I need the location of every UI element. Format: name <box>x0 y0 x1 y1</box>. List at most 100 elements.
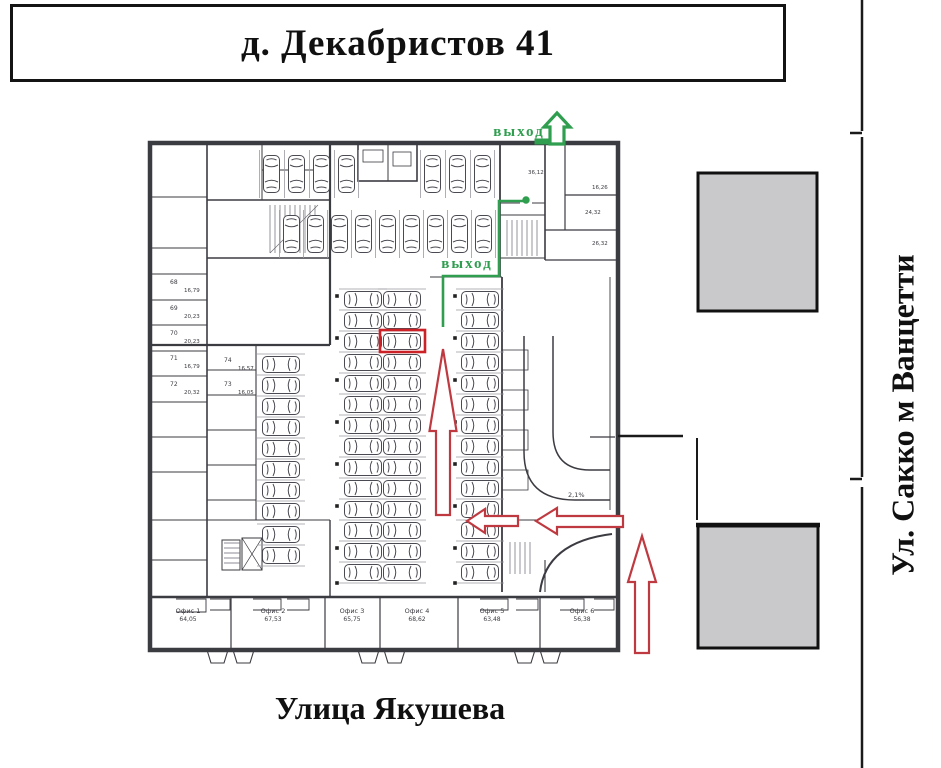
room-number: 73 <box>224 381 232 388</box>
car-icon <box>383 396 421 413</box>
car-icon <box>262 398 300 415</box>
building-title: д. Декабристов 41 <box>10 4 786 82</box>
car-icon <box>379 215 396 253</box>
car-icon <box>461 543 499 560</box>
street-label-bottom: Улица Якушева <box>274 690 506 726</box>
car-icon <box>451 215 468 253</box>
car-icon <box>344 438 382 455</box>
room-area: 26,32 <box>592 241 608 247</box>
car-icon <box>338 155 355 193</box>
car-icon <box>313 155 330 193</box>
car-icon <box>474 155 491 193</box>
car-icon <box>344 417 382 434</box>
car-icon <box>383 459 421 476</box>
car-icon <box>461 312 499 329</box>
car-icon <box>383 522 421 539</box>
car-icon <box>262 419 300 436</box>
exit-route <box>441 110 574 327</box>
car-icon <box>383 375 421 392</box>
office-name: Офис 6 <box>570 607 595 615</box>
car-icon <box>461 333 499 350</box>
ramp-slope-label: 2,1% <box>568 491 585 499</box>
car-icon <box>262 461 300 478</box>
office-area: 67,53 <box>264 616 281 623</box>
office-name: Офис 2 <box>261 607 286 615</box>
car-icon <box>461 417 499 434</box>
column-dot <box>335 378 339 382</box>
car-icon <box>461 564 499 581</box>
column-dot <box>335 462 339 466</box>
car-icon <box>383 543 421 560</box>
car-icon <box>461 480 499 497</box>
highlighted-parking-stall <box>378 328 427 354</box>
room-number: 68 <box>170 279 178 286</box>
room-number: 71 <box>170 355 178 362</box>
room-number: 70 <box>170 330 178 337</box>
office-name: Офис 5 <box>480 607 505 615</box>
column-dot <box>335 336 339 340</box>
office-name: Офис 4 <box>405 607 430 615</box>
exit-arrow-up-icon <box>540 110 574 146</box>
car-icon <box>344 375 382 392</box>
room-area: 20,23 <box>184 314 200 320</box>
car-icon <box>383 333 421 350</box>
exit-label-top: выход <box>493 124 544 140</box>
car-icon <box>427 215 444 253</box>
room-area: 20,32 <box>184 390 200 396</box>
room-area: 16,26 <box>592 185 608 191</box>
car-icon <box>344 396 382 413</box>
car-icon <box>344 354 382 371</box>
column-dot <box>335 504 339 508</box>
room-area: 24,32 <box>585 210 601 216</box>
car-icon <box>383 480 421 497</box>
car-icon <box>383 501 421 518</box>
office-area: 63,48 <box>483 616 500 623</box>
room-number: 74 <box>224 357 232 364</box>
room-number: 69 <box>170 305 178 312</box>
route-arrow-up-outside <box>626 532 658 655</box>
column-dot <box>335 546 339 550</box>
neighbour-building-top <box>696 171 819 313</box>
street-right-line <box>850 0 864 768</box>
car-icon <box>461 459 499 476</box>
car-icon <box>383 312 421 329</box>
office-area: 68,62 <box>408 616 425 623</box>
car-icon <box>383 438 421 455</box>
car-icon <box>461 375 499 392</box>
column-dot <box>335 420 339 424</box>
car-icon <box>262 440 300 457</box>
office-name: Офис 3 <box>340 607 365 615</box>
car-icon <box>461 396 499 413</box>
car-icon <box>262 503 300 520</box>
car-icon <box>383 417 421 434</box>
column-dot <box>453 546 457 550</box>
car-icon <box>403 215 420 253</box>
car-icon <box>283 215 300 253</box>
car-icon <box>331 215 348 253</box>
car-icon <box>344 522 382 539</box>
route-arrow-left-small <box>465 506 520 536</box>
car-icon <box>262 526 300 543</box>
car-icon <box>475 215 492 253</box>
office-area: 65,75 <box>343 616 360 623</box>
car-icon <box>344 564 382 581</box>
car-icon <box>262 377 300 394</box>
car-icon <box>344 333 382 350</box>
car-icon <box>424 155 441 193</box>
car-icon <box>461 438 499 455</box>
column-dot <box>453 462 457 466</box>
exit-door-mark <box>534 138 549 145</box>
office-area: 64,05 <box>179 616 196 623</box>
room-area: 16,79 <box>184 288 200 294</box>
car-icon <box>449 155 466 193</box>
car-icon <box>344 501 382 518</box>
car-icon <box>288 155 305 193</box>
car-icon <box>461 291 499 308</box>
column-dot <box>453 294 457 298</box>
neighbour-building-bottom <box>696 524 820 650</box>
column-dot <box>453 336 457 340</box>
column-dot <box>453 504 457 508</box>
room-area: 16,57 <box>238 366 254 372</box>
